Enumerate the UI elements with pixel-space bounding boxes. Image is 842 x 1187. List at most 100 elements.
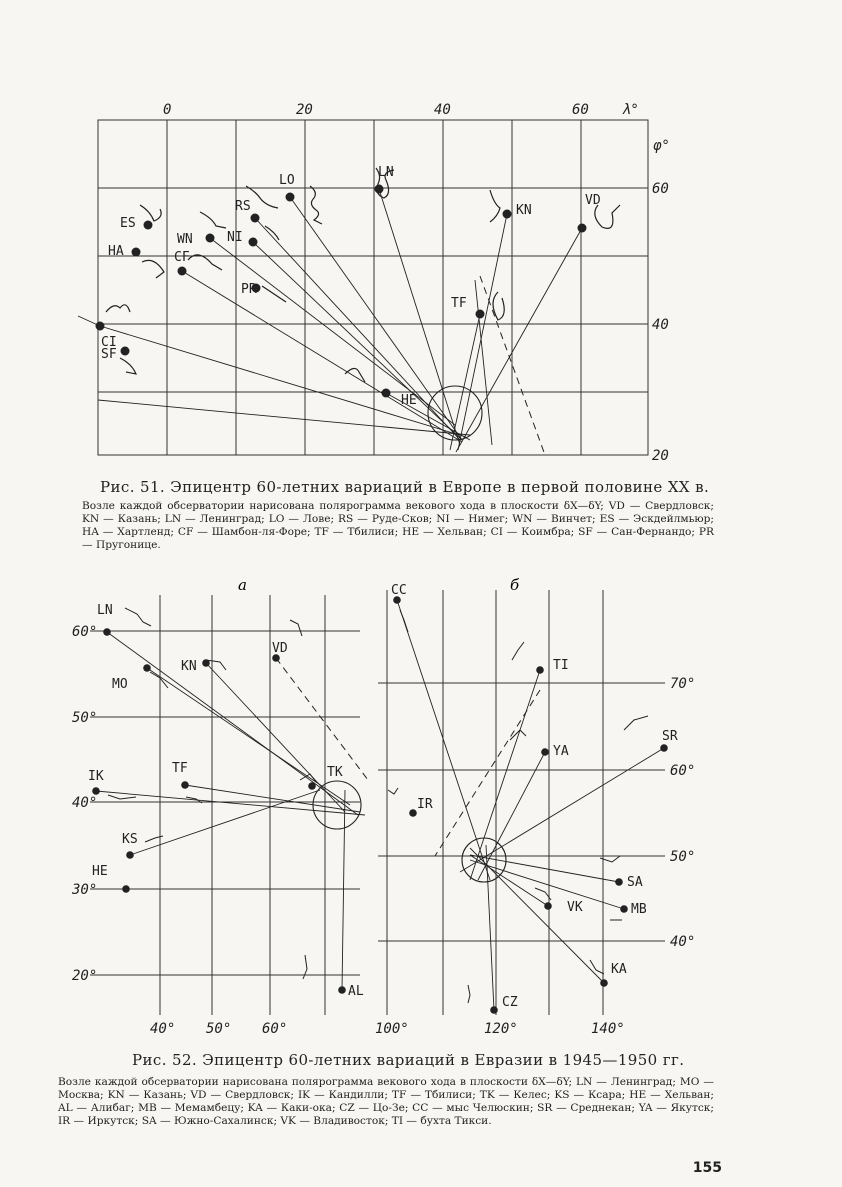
station-marker <box>205 233 215 243</box>
fig52b-rays <box>396 599 665 1011</box>
fig52a-station-labels: LN MO KN VD TK IK TF KS HE AL <box>88 603 364 999</box>
station-marker <box>272 654 280 662</box>
fig51-label-KN: KN <box>516 203 532 218</box>
fig52a-grid <box>90 595 360 1015</box>
fig52b-label-TI: TI <box>553 658 569 673</box>
station-marker <box>374 184 384 194</box>
station-marker <box>541 748 549 756</box>
fig52b-label-YA: YA <box>553 744 569 759</box>
fig51-station-labels: LO LN RS KN VD ES WN NI HA CF PR TF CI S… <box>101 165 601 408</box>
figure-52-panel-a: а 60° 50° 40° 30° 20° 40° 50° 60° <box>71 576 369 1037</box>
fig51-label-NI: NI <box>227 230 243 245</box>
fig51-xtick-60: 60 <box>572 102 589 118</box>
fig52b-ytick-50: 50° <box>670 849 695 865</box>
station-marker <box>544 902 552 910</box>
fig51-ytick-20: 20 <box>652 448 669 464</box>
fig51-label-CF: CF <box>174 250 190 265</box>
station-marker <box>660 744 668 752</box>
fig52a-ytick-60: 60° <box>72 624 97 640</box>
fig52a-ytick-50: 50° <box>72 710 97 726</box>
fig52b-ytick-70: 70° <box>670 676 695 692</box>
fig51-label-CI: CI <box>101 335 117 350</box>
station-marker <box>308 782 316 790</box>
fig52b-stations <box>393 596 668 1014</box>
figure-51-grid <box>98 120 648 455</box>
station-marker <box>615 878 623 886</box>
fig51-xtick-0: 0 <box>163 102 171 118</box>
figure-52-caption-body: Возле каждой обсерватории нарисована пол… <box>58 1076 714 1127</box>
station-marker <box>103 628 111 636</box>
station-marker <box>177 266 187 276</box>
fig52a-xtick-40: 40° <box>150 1021 175 1037</box>
fig52a-stations <box>92 628 346 994</box>
fig51-label-HA: HA <box>108 244 124 259</box>
fig51-label-HE: HE <box>401 393 417 408</box>
fig52b-xtick-100: 100° <box>375 1021 409 1037</box>
fig52a-polarograms <box>107 607 317 980</box>
fig51-label-WN: WN <box>177 232 193 247</box>
fig52b-label-SR: SR <box>662 729 678 744</box>
station-marker <box>250 213 260 223</box>
station-marker <box>126 851 134 859</box>
fig52a-label-KS: KS <box>122 832 138 847</box>
fig52a-label-LN: LN <box>97 603 113 618</box>
station-marker <box>143 220 153 230</box>
station-marker <box>620 905 628 913</box>
station-marker <box>381 388 391 398</box>
station-marker <box>202 659 210 667</box>
fig51-label-RS: RS <box>235 199 251 214</box>
fig52b-label-SA: SA <box>627 875 643 890</box>
station-marker <box>122 885 130 893</box>
fig52b-xtick-140: 140° <box>591 1021 625 1037</box>
fig52b-station-labels: CC TI SR YA IR SA VK MB KA CZ <box>391 583 678 1010</box>
station-marker <box>409 809 417 817</box>
fig51-label-TF: TF <box>451 296 467 311</box>
fig51-ytick-60: 60 <box>652 181 669 197</box>
fig52a-epicenter-circle <box>312 780 362 830</box>
station-marker <box>536 666 544 674</box>
fig51-xtick-40: 40 <box>434 102 451 118</box>
fig52b-ytick-60: 60° <box>670 763 695 779</box>
fig51-polarograms <box>105 167 621 383</box>
fig52a-label-IK: IK <box>88 769 104 784</box>
fig52b-xtick-120: 120° <box>484 1021 518 1037</box>
fig51-label-ES: ES <box>120 216 136 231</box>
fig52b-grid <box>378 590 665 1015</box>
figure-52-caption-title: Рис. 52. Эпицентр 60-летних вариаций в Е… <box>132 1051 685 1069</box>
figure-52-panel-b: б 70° 60° 50° 40° 100° 120° 140° <box>375 576 695 1037</box>
figure-51: 0 20 40 60 λ° φ° 60 40 20 <box>77 102 670 464</box>
fig51-label-SF: SF <box>101 347 117 362</box>
fig52a-ytick-40: 40° <box>72 795 97 811</box>
fig51-stations <box>95 184 587 398</box>
figure-51-caption-body: Возле каждой обсерватории нарисована пол… <box>82 500 714 551</box>
fig51-rays <box>77 188 583 456</box>
fig52a-label-HE: HE <box>92 864 108 879</box>
fig51-xtick-20: 20 <box>296 102 313 118</box>
station-marker <box>475 309 485 319</box>
station-marker <box>577 223 587 233</box>
station-marker <box>95 321 105 331</box>
fig52a-label-MO: MO <box>112 677 128 692</box>
fig52a-label-TF: TF <box>172 761 188 776</box>
station-marker <box>120 346 130 356</box>
fig52b-ytick-40: 40° <box>670 934 695 950</box>
fig52a-label-VD: VD <box>272 641 288 656</box>
fig52a-panel-label: а <box>238 576 247 594</box>
page-number: 155 <box>692 1160 722 1176</box>
station-marker <box>490 1006 498 1014</box>
figure-51-caption-title: Рис. 51. Эпицентр 60-летних вариаций в Е… <box>100 478 710 496</box>
fig51-y-axis-label: φ° <box>653 138 670 154</box>
fig51-ytick-40: 40 <box>652 317 669 333</box>
fig51-epicenter-circle <box>427 385 483 441</box>
station-marker <box>393 596 401 604</box>
station-marker <box>248 237 258 247</box>
fig52a-xtick-60: 60° <box>262 1021 287 1037</box>
fig52b-label-MB: MB <box>631 902 647 917</box>
station-marker <box>143 664 151 672</box>
fig52a-label-TK: TK <box>327 765 343 780</box>
fig51-label-LO: LO <box>279 173 295 188</box>
station-marker <box>181 781 189 789</box>
fig52b-label-CC: CC <box>391 583 407 598</box>
station-marker <box>338 986 346 994</box>
fig52b-panel-label: б <box>510 576 520 594</box>
